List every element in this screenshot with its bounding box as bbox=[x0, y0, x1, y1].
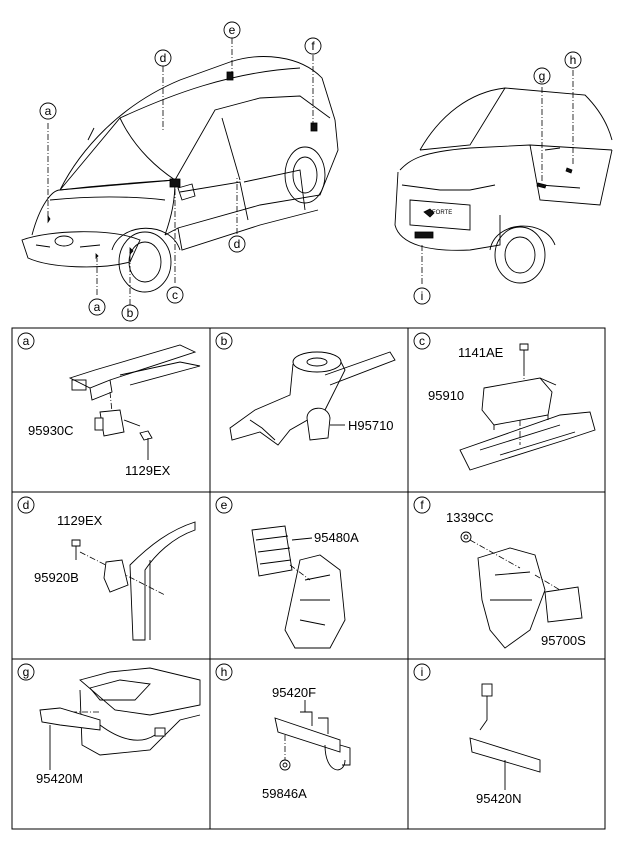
panel-g-letter: g bbox=[23, 665, 30, 679]
panel-e-illustration bbox=[251, 525, 346, 649]
panel-a-part-2: 1129EX bbox=[125, 463, 171, 478]
panel-a-part-1: 95930C bbox=[28, 423, 74, 438]
car-callout-g: g bbox=[539, 69, 546, 83]
panel-c-part-1: 1141AE bbox=[458, 345, 504, 360]
car-callout-e: e bbox=[229, 23, 236, 37]
panel-b-part-1: H95710 bbox=[348, 418, 394, 433]
panel-d-letter: d bbox=[23, 498, 30, 512]
panel-d-part-1: 1129EX bbox=[57, 513, 103, 528]
car-callout-c: c bbox=[172, 288, 178, 302]
panel-h-part-2: 59846A bbox=[262, 786, 307, 801]
car-callout-d-pillar: d bbox=[234, 237, 241, 251]
car-callout-b: b bbox=[127, 306, 134, 320]
panel-f-part-2: 95700S bbox=[541, 633, 586, 648]
panel-h-part-1: 95420F bbox=[272, 685, 316, 700]
car-callout-d-roof: d bbox=[160, 51, 167, 65]
panel-h-illustration bbox=[274, 700, 351, 771]
panel-c-illustration bbox=[459, 343, 596, 471]
panel-h-letter: h bbox=[221, 665, 228, 679]
car-callout-a-lower: a bbox=[94, 300, 101, 314]
car-callout-f: f bbox=[311, 39, 315, 53]
panel-c-part-2: 95910 bbox=[428, 388, 464, 403]
panel-f-illustration bbox=[460, 531, 583, 649]
panel-f-letter: f bbox=[420, 498, 424, 512]
rear-car-illustration: FORTE bbox=[394, 51, 613, 305]
car-callout-a: a bbox=[45, 104, 52, 118]
car-callout-i: i bbox=[421, 289, 424, 303]
panel-g-part-1: 95420M bbox=[36, 771, 83, 786]
panel-a-letter: a bbox=[23, 334, 30, 348]
panel-grid bbox=[11, 327, 606, 830]
front-car-illustration bbox=[21, 21, 339, 322]
panel-f-part-1: 1339CC bbox=[446, 510, 494, 525]
panel-e-letter: e bbox=[221, 498, 228, 512]
panel-d-part-2: 95920B bbox=[34, 570, 79, 585]
panel-g-illustration bbox=[39, 667, 201, 770]
rear-badge: FORTE bbox=[432, 210, 452, 216]
panel-b-letter: b bbox=[221, 334, 228, 348]
panel-a-illustration bbox=[68, 344, 201, 460]
panel-c-letter: c bbox=[419, 334, 425, 348]
panel-i-letter: i bbox=[421, 665, 424, 679]
panel-e-part-1: 95480A bbox=[314, 530, 359, 545]
panel-d-illustration bbox=[71, 521, 196, 641]
panel-i-illustration bbox=[469, 683, 541, 790]
panel-b-illustration bbox=[229, 351, 396, 446]
panel-i-part-1: 95420N bbox=[476, 791, 522, 806]
car-callout-h: h bbox=[570, 53, 577, 67]
